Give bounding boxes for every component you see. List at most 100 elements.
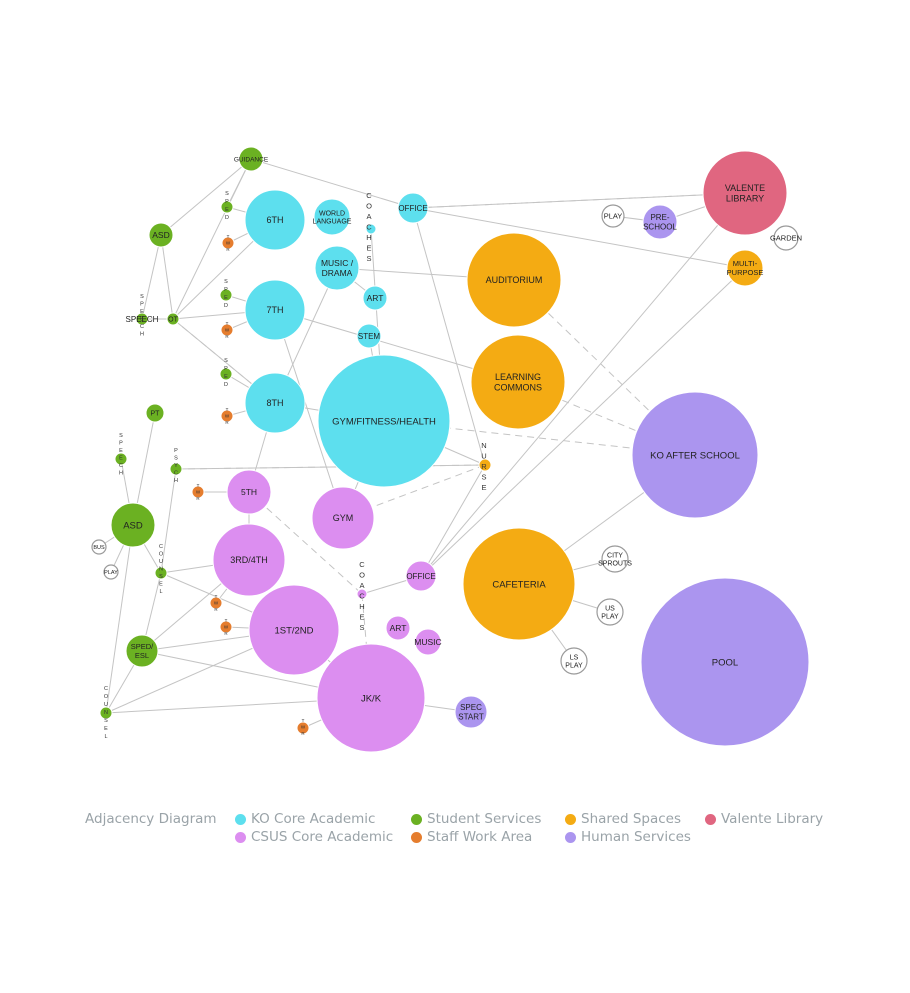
node-circle-t8	[220, 409, 234, 423]
node-counsel1	[154, 566, 168, 580]
node-label-asd1: ASD	[152, 230, 169, 240]
node-circle-specstart	[454, 695, 488, 729]
node-label-play1: PLAY	[604, 212, 623, 221]
legend: Adjacency Diagram KO Core Academic CSUS …	[85, 808, 845, 848]
node-circle-citysprouts	[601, 545, 629, 573]
node-jkk: JK/K	[316, 643, 426, 753]
node-circle-t6	[221, 236, 235, 250]
link-guidance-asd1	[160, 158, 252, 236]
node-coach1	[365, 223, 377, 235]
node-circle-preschool	[642, 204, 678, 240]
node-t34	[209, 596, 223, 610]
node-ot: OT	[166, 312, 180, 326]
dashed-link-office1-library	[412, 192, 746, 209]
node-circle-g5	[226, 469, 272, 515]
legend-label-shared: Shared Spaces	[581, 811, 681, 827]
node-art2: ART	[385, 615, 411, 641]
legend-label-ko: KO Core Academic	[251, 811, 376, 827]
node-circle-music1	[314, 245, 360, 291]
node-circle-s8	[219, 367, 233, 381]
node-label-office2: OFFICE	[406, 572, 435, 581]
node-circle-bus	[91, 539, 107, 555]
link-psych-nurse	[175, 464, 486, 470]
node-circle-sped	[125, 634, 159, 668]
node-circle-g8	[244, 372, 306, 434]
node-gymfit: GYM/FITNESS/HEALTH	[317, 354, 451, 488]
node-circle-guidance	[238, 146, 264, 172]
node-circle-music2	[414, 628, 442, 656]
legend-item-library: Valente Library	[705, 811, 823, 827]
node-guidance: GUIDANCE	[234, 146, 269, 172]
node-label-g7: 7TH	[266, 305, 283, 315]
link-library-office2	[420, 192, 746, 577]
node-t8	[220, 409, 234, 423]
legend-item-ko: KO Core Academic	[235, 811, 375, 827]
node-circle-counsel1	[154, 566, 168, 580]
node-s8	[219, 367, 233, 381]
node-label-g6: 6TH	[266, 215, 283, 225]
node-circle-play1	[601, 204, 625, 228]
node-s7	[219, 288, 233, 302]
node-koafter: KO AFTER SCHOOL	[631, 391, 759, 519]
node-label-gymfit: GYM/FITNESS/HEALTH	[332, 416, 436, 427]
node-circle-multipurpose	[726, 249, 764, 287]
link-psych-counsel1	[160, 468, 177, 574]
legend-swatch-csus	[235, 831, 246, 843]
node-auditorium: AUDITORIUM	[466, 232, 562, 328]
node-circle-coach2	[356, 588, 368, 600]
node-label-ot: OT	[168, 316, 178, 323]
node-label-pt: PT	[151, 410, 161, 417]
node-label-guidance: GUIDANCE	[234, 156, 269, 163]
node-psych	[169, 462, 183, 476]
node-label-play2: PLAY	[104, 570, 118, 576]
node-label-music2: MUSIC	[414, 637, 441, 647]
link-office1-nurse	[412, 207, 486, 466]
node-speech1: SPEECH	[126, 312, 159, 326]
node-circle-office2	[405, 560, 437, 592]
node-label-auditorium: AUDITORIUM	[486, 275, 543, 285]
legend-item-student: Student Services	[411, 811, 541, 827]
node-bus: BUS	[91, 539, 107, 555]
node-circle-t34	[209, 596, 223, 610]
node-circle-nurse	[478, 458, 492, 472]
node-asd2: ASD	[110, 502, 156, 548]
node-circle-jkk	[316, 643, 426, 753]
node-circle-s6	[220, 200, 234, 214]
node-g6: 6TH	[244, 189, 306, 251]
legend-label-human: Human Services	[581, 829, 691, 845]
node-circle-asd1	[148, 222, 174, 248]
node-music1: MUSIC /DRAMA	[314, 245, 360, 291]
legend-title: Adjacency Diagram	[85, 811, 217, 827]
node-preschool: PRE-SCHOOL	[642, 204, 678, 240]
node-label-office1: OFFICE	[398, 204, 427, 213]
link-nurse-office2	[420, 464, 486, 577]
node-label-art1: ART	[367, 293, 384, 303]
legend-label-csus: CSUS Core Academic	[251, 829, 394, 845]
node-label-koafter: KO AFTER SCHOOL	[650, 450, 740, 461]
dashed-link-psych-nurse	[175, 464, 486, 470]
node-label-art2: ART	[390, 623, 407, 633]
node-label-g5: 5TH	[241, 487, 257, 497]
node-multipurpose: MULTI-PURPOSE	[726, 249, 764, 287]
node-cafeteria: CAFETERIA	[462, 527, 576, 641]
node-label-cafeteria: CAFETERIA	[492, 579, 546, 590]
node-circle-counsel2	[99, 706, 113, 720]
